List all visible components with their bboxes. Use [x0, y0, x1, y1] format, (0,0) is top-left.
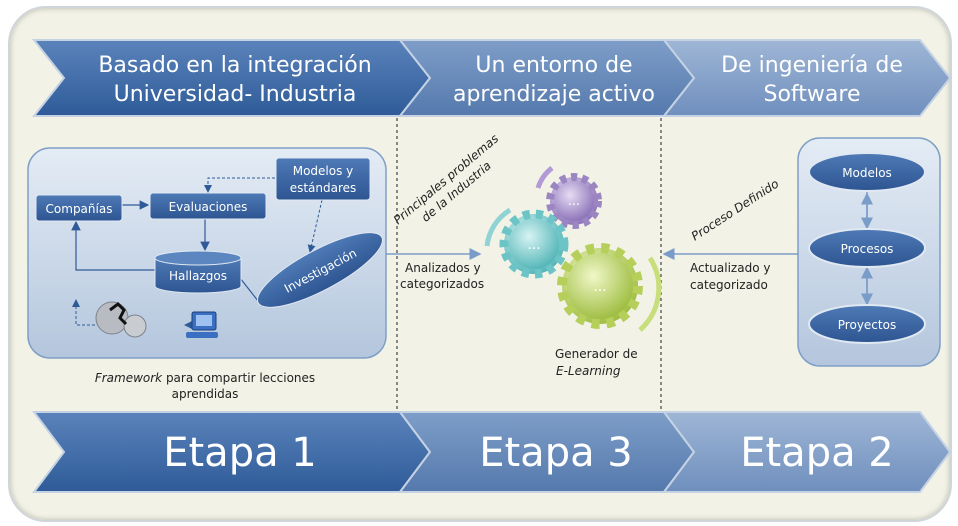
node-procesos-label: Procesos — [841, 242, 894, 256]
gear-purple: ... — [546, 173, 602, 229]
stage-footer-1-label: Etapa 1 — [163, 430, 317, 476]
companias-box: Compañías — [35, 194, 123, 222]
generator-line1: Generador de — [555, 347, 638, 361]
gear-purple-label: ... — [568, 194, 580, 209]
modelos-estandares-box: Modelos y estándares — [275, 157, 371, 201]
gear-teal: ... — [499, 209, 569, 279]
teal-rotation-arrow — [484, 207, 512, 247]
stage-header-1-line2: Universidad- Industria — [114, 82, 357, 107]
hallazgos-label: Hallazgos — [169, 269, 227, 283]
green-rotation-arrow — [638, 256, 662, 332]
generator-line2: E-Learning — [556, 364, 621, 378]
rotated-process-label: Proceso Definido — [689, 177, 781, 244]
gear-green: ... — [557, 243, 643, 329]
stage-header-1: Basado en la integración Universidad- In… — [31, 39, 432, 117]
stage-header-1-line1: Basado en la integración — [98, 53, 371, 78]
gear-green-label: ... — [593, 279, 606, 295]
framework-caption-line1: Framework para compartir lecciones — [95, 371, 315, 385]
framework-caption-line2: aprendidas — [172, 387, 239, 401]
modelos-label-line1: Modelos y — [293, 164, 354, 178]
framework-caption-rest: para compartir lecciones — [162, 371, 315, 385]
stage-header-2-line1: Un entorno de — [475, 53, 632, 78]
companias-label: Compañías — [46, 202, 113, 216]
rotated-problems-line1: Principales problemas — [391, 131, 501, 227]
stage-header-2-line2: aprendizaje activo — [453, 82, 655, 107]
stage-footer-3: Etapa 2 — [662, 411, 952, 493]
stage-header-3-line2: Software — [764, 82, 861, 107]
stage-footer-1: Etapa 1 — [32, 411, 432, 493]
stage-footer-2-label: Etapa 3 — [479, 430, 633, 476]
stage-header-3-line1: De ingeniería de — [721, 53, 903, 78]
modelos-label-line2: estándares — [290, 181, 357, 195]
gear-teal-label: ... — [527, 237, 540, 253]
framework-caption-italic: Framework — [95, 371, 163, 385]
stage-header-3: De ingeniería de Software — [661, 39, 952, 117]
node-procesos: Procesos — [808, 228, 926, 268]
updated-line2: categorizado — [690, 278, 768, 292]
purple-rotation-arrow — [535, 166, 554, 189]
node-proyectos-label: Proyectos — [838, 318, 896, 332]
stage-header-2: Un entorno de aprendizaje activo — [397, 39, 696, 117]
updated-line1: Actualizado y — [690, 261, 770, 275]
node-proyectos: Proyectos — [808, 304, 926, 344]
analyzed-line2: categorizados — [400, 277, 484, 291]
node-modelos: Modelos — [808, 152, 926, 192]
evaluaciones-label: Evaluaciones — [169, 200, 248, 214]
hallazgos-database: Hallazgos — [154, 250, 242, 294]
gears-person-icon — [95, 301, 147, 338]
evaluaciones-box: Evaluaciones — [149, 192, 267, 220]
node-modelos-label: Modelos — [842, 166, 892, 180]
stage-footer-3-label: Etapa 2 — [740, 430, 894, 476]
analyzed-line1: Analizados y — [405, 261, 481, 275]
stage-footer-2: Etapa 3 — [398, 411, 696, 493]
computer-user-icon — [186, 311, 218, 338]
